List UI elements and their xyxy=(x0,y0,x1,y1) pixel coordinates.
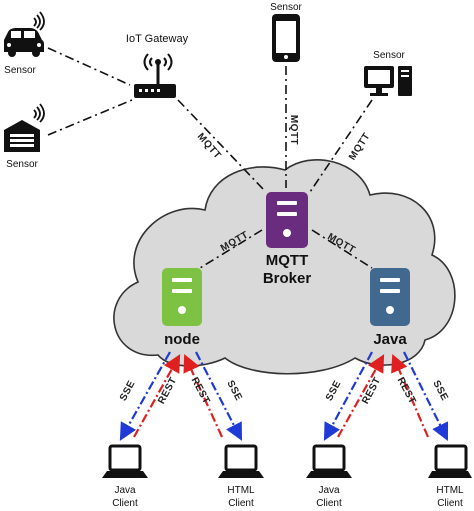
router-icon xyxy=(134,53,176,98)
mqtt-label-desktop: MQTT xyxy=(347,131,373,162)
laptop-icon xyxy=(428,444,472,478)
client-label-line2: Client xyxy=(437,498,463,509)
server-icon xyxy=(162,268,202,326)
sensor-label: Sensor xyxy=(4,65,36,76)
link-garage-gateway xyxy=(47,99,133,136)
sse-label: SSE xyxy=(430,379,450,403)
client-arrows xyxy=(119,351,449,441)
node-server: node xyxy=(162,268,202,348)
java-client-node: Java Client xyxy=(102,444,148,509)
sse-arrow xyxy=(323,351,373,441)
broker-label-line1: MQTT xyxy=(266,252,309,269)
java-client-java: Java Client xyxy=(306,444,352,509)
rest-label: REST xyxy=(395,376,418,406)
link-broker-java xyxy=(311,229,373,269)
sensor-label: Sensor xyxy=(270,2,302,13)
html-client-java: HTML Client xyxy=(428,444,472,509)
rest-arrow xyxy=(133,354,181,438)
client-label-line2: Client xyxy=(112,498,138,509)
client-label-line1: Java xyxy=(318,485,340,496)
rest-arrow xyxy=(183,353,224,438)
garage-icon xyxy=(4,103,45,152)
mqtt-label-phone: MQTT xyxy=(288,115,299,145)
phone-sensor: Sensor xyxy=(270,2,303,62)
client-label-line1: HTML xyxy=(436,485,464,496)
iot-gateway: IoT Gateway xyxy=(126,33,189,98)
desktop-sensor: Sensor xyxy=(364,50,412,96)
link-gateway-broker xyxy=(177,99,265,191)
sse-label: SSE xyxy=(224,379,244,403)
server-icon xyxy=(266,192,308,248)
laptop-icon xyxy=(306,444,352,478)
mqtt-label-gateway: MQTT xyxy=(195,131,223,161)
laptop-icon xyxy=(102,444,148,478)
laptop-icon xyxy=(218,444,264,478)
client-label-line1: Java xyxy=(114,485,136,496)
sse-label: SSE xyxy=(118,379,138,403)
java-label: Java xyxy=(373,331,407,348)
sensor-label: Sensor xyxy=(6,159,38,170)
phone-icon xyxy=(272,14,300,62)
html-client-node: HTML Client xyxy=(218,444,264,509)
sse-arrow xyxy=(403,351,449,441)
car-sensor: Sensor xyxy=(4,11,45,76)
rest-label: REST xyxy=(189,376,212,406)
rest-arrow xyxy=(391,353,430,438)
link-broker-node xyxy=(199,229,263,269)
garage-sensor: Sensor xyxy=(4,103,45,170)
car-icon xyxy=(4,11,45,57)
mqtt-links xyxy=(47,47,373,269)
client-label-line2: Client xyxy=(316,498,342,509)
rest-arrow xyxy=(337,354,385,438)
link-car-gateway xyxy=(47,47,131,86)
broker-label-line2: Broker xyxy=(263,270,312,287)
client-label-line2: Client xyxy=(228,498,254,509)
server-icon xyxy=(370,268,410,326)
sse-label: SSE xyxy=(324,379,344,403)
sse-arrow xyxy=(119,351,171,441)
node-label: node xyxy=(164,331,200,348)
sensor-label: Sensor xyxy=(373,50,405,61)
mqtt-broker: MQTT Broker xyxy=(263,192,312,287)
java-server: Java xyxy=(370,268,410,348)
client-label-line1: HTML xyxy=(227,485,255,496)
gateway-label: IoT Gateway xyxy=(126,33,189,45)
sse-arrow xyxy=(195,351,243,441)
desktop-icon xyxy=(364,66,412,96)
